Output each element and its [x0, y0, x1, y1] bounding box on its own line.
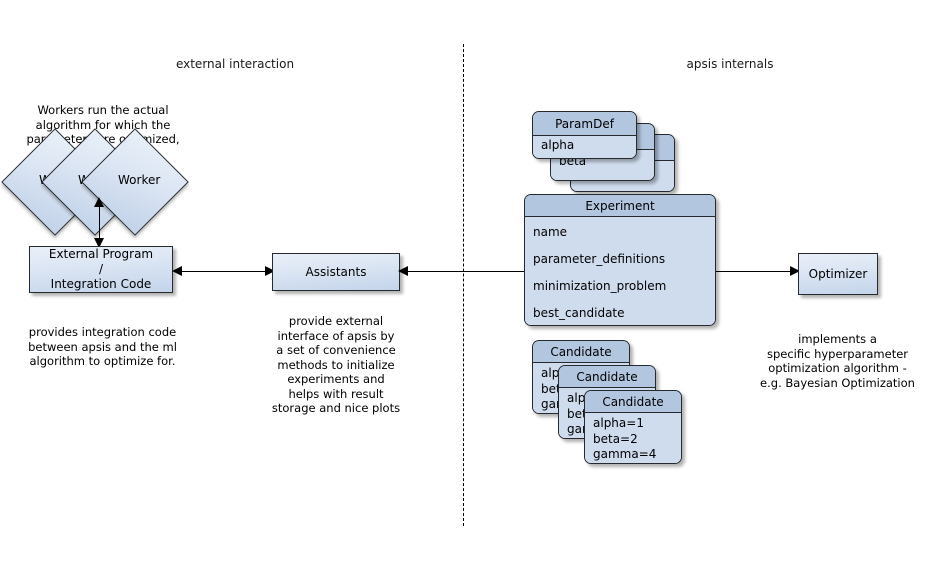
section-title-apsis-internals: apsis internals — [686, 57, 774, 71]
connector-external-assistants — [178, 271, 270, 272]
external-program-note: provides integration code between apsis … — [28, 325, 177, 368]
paramdef-title-1: ParamDef — [533, 112, 636, 136]
arrow-up-to-workers — [94, 197, 104, 207]
candidate-attr-beta-3: beta=2 — [593, 431, 638, 446]
connector-experiment-assistants — [404, 271, 527, 272]
optimizer-label: Optimizer — [808, 266, 868, 281]
experiment-attr-name: name — [533, 225, 568, 239]
paramdef-card-1[interactable]: ParamDef alpha — [532, 111, 637, 159]
candidate-title-2: Candidate — [559, 366, 655, 388]
experiment-attr-best-candidate: best_candidate — [533, 306, 625, 320]
external-program-label: External Program / Integration Code — [48, 247, 154, 291]
external-program-box[interactable]: External Program / Integration Code — [29, 246, 173, 293]
connector-experiment-optimizer — [716, 271, 799, 272]
experiment-body: name parameter_definitions minimization_… — [525, 217, 715, 325]
experiment-card[interactable]: Experiment name parameter_definitions mi… — [524, 194, 716, 326]
assistants-note: provide external interface of apsis by a… — [271, 314, 401, 415]
assistants-box[interactable]: Assistants — [272, 253, 400, 291]
candidate-title-3: Candidate — [585, 391, 681, 413]
arrow-right-to-assistants — [265, 266, 275, 276]
candidate-title-1: Candidate — [533, 341, 629, 363]
connector-worker-external — [99, 203, 100, 245]
paramdef-attr-alpha: alpha — [541, 138, 575, 152]
section-divider — [463, 44, 464, 526]
experiment-attr-parameter-definitions: parameter_definitions — [533, 252, 666, 266]
optimizer-note: implements a specific hyperparameter opt… — [760, 332, 915, 390]
candidate-body-3: alpha=1 beta=2 gamma=4 — [585, 413, 681, 463]
arrow-left-to-assistants — [398, 266, 408, 276]
worker-label-3: Worker — [118, 173, 161, 187]
experiment-attr-minimization-problem: minimization_problem — [533, 279, 667, 293]
paramdef-body-1: alpha — [533, 136, 636, 158]
assistants-label: Assistants — [305, 264, 367, 279]
optimizer-box[interactable]: Optimizer — [798, 253, 878, 295]
arrow-right-to-optimizer — [790, 266, 800, 276]
candidate-attr-alpha-3: alpha=1 — [593, 416, 644, 430]
candidate-card-3[interactable]: Candidate alpha=1 beta=2 gamma=4 — [584, 390, 682, 464]
arrow-left-to-external-program — [172, 266, 182, 276]
experiment-title: Experiment — [525, 195, 715, 217]
section-title-external-interaction: external interaction — [175, 57, 295, 71]
candidate-attr-gamma-3: gamma=4 — [593, 447, 657, 461]
arrow-down-to-external-program — [94, 238, 104, 248]
